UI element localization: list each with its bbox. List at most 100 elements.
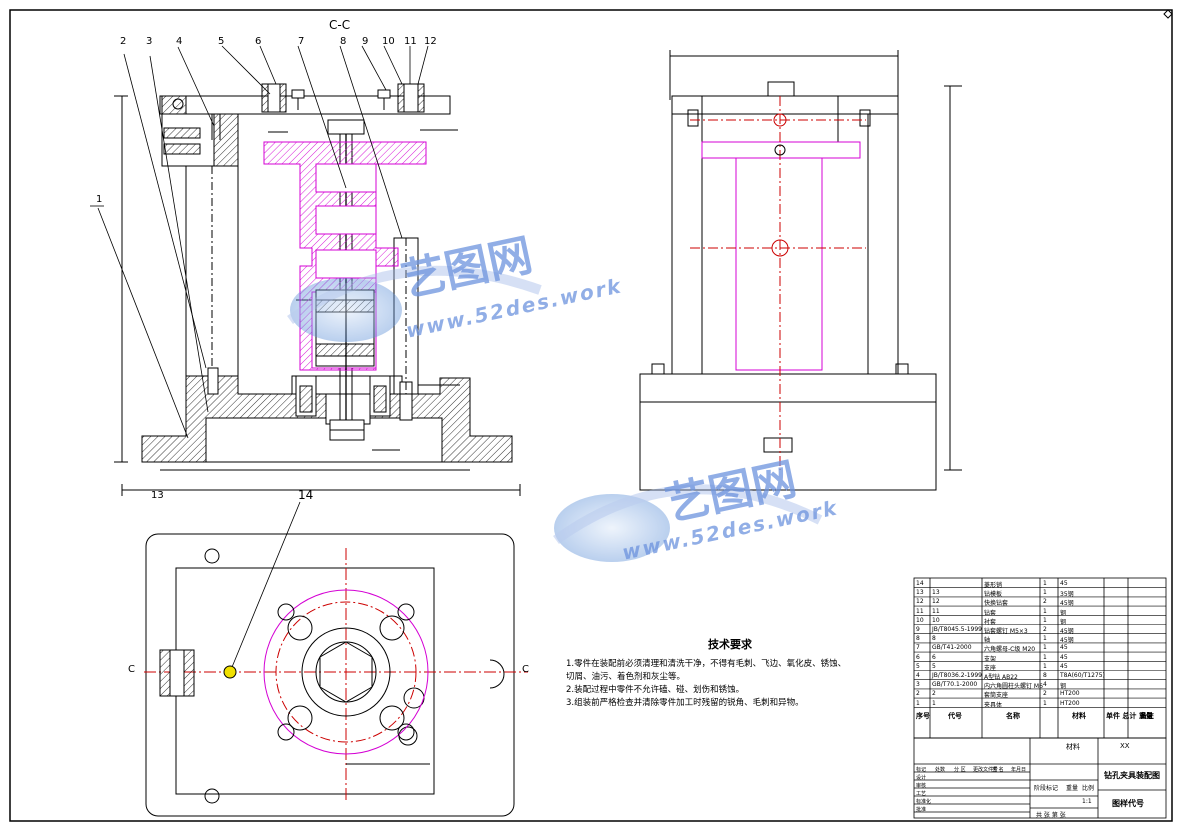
part-number-8: 8 (340, 36, 347, 47)
bom-cell-name: 夹具体 (984, 701, 1003, 709)
section-label: C-C (329, 18, 351, 32)
part-number-11: 11 (404, 36, 417, 47)
bom-cell-no: 13 (916, 589, 924, 597)
technical-requirements-list: 1.零件在装配前必须清理和清洗干净，不得有毛刺、飞边、氧化皮、锈蚀、 切屑、油污… (566, 658, 906, 710)
bom-cell-qty: 1 (1043, 589, 1047, 597)
bom-cell-material: HT200 (1060, 690, 1080, 698)
part-number-12: 12 (424, 36, 437, 47)
bom-cell-no: 1 (916, 699, 920, 707)
bom-cell-no: 8 (916, 635, 920, 643)
bom-cell-material: 45钢 (1060, 628, 1074, 635)
scale-label: 比例 (1082, 785, 1095, 792)
bom-cell-code: 8 (932, 635, 936, 643)
bom-cell-name: 钻套 (984, 609, 997, 617)
material-label: 材料 (1066, 743, 1080, 751)
bom-cell-code: 1 (932, 699, 936, 707)
bom-cell-code: 12 (932, 598, 940, 606)
sheet-border (9, 9, 1173, 822)
bom-cell-material: 钢 (1060, 618, 1067, 626)
title-block (913, 737, 1167, 819)
bom-cell-name: 钻套螺钉 M5×3 (984, 628, 1028, 635)
bom-cell-name: 套筒支座 (984, 692, 1009, 700)
part-number-5: 5 (218, 36, 225, 47)
bom-cell-code: JB/T8045.5-1999 (932, 626, 983, 633)
bom-cell-material: 45 (1060, 662, 1068, 670)
revision-label: 签 名 (992, 767, 1004, 773)
bom-cell-code: 6 (932, 653, 936, 661)
bom-cell-no: 4 (916, 672, 920, 679)
bom-cell-code: GB/T41-2000 (932, 644, 972, 652)
bom-cell-material: 35钢 (1060, 591, 1074, 599)
role-label: 审核 (916, 783, 927, 789)
technical-requirements-title: 技术要求 (708, 638, 752, 651)
requirement-item: 3.组装前严格检查并清除零件加工时残留的锐角、毛刺和异物。 (566, 698, 804, 708)
section-view-cc (114, 83, 521, 496)
bom-cell-no: 10 (916, 616, 924, 624)
bom-cell-code: 5 (932, 662, 936, 670)
bom-header-material: 材料 (1072, 711, 1086, 720)
top-view-workpiece (263, 589, 429, 755)
bom-cell-material: 45 (1060, 644, 1068, 652)
revision-label: 分 区 (954, 767, 966, 773)
bom-cell-no: 9 (916, 626, 920, 633)
bom-cell-qty: 8 (1043, 672, 1047, 679)
bom-cell-material: 45钢 (1060, 600, 1074, 608)
bom-cell-name: 衬套 (984, 618, 997, 626)
corner-mark-icon (1163, 9, 1173, 19)
bom-cell-qty: 1 (1043, 635, 1047, 643)
weight-label: 重量 (1066, 785, 1079, 792)
bom-cell-material: 钢 (1060, 609, 1067, 617)
part-number-6: 6 (255, 36, 262, 47)
top-view-screws (223, 603, 415, 741)
bom-cell-name: 内六角圆柱头螺钉 M6 (984, 683, 1043, 691)
bom-cell-material: T8A(60/T1275) (1060, 672, 1105, 679)
bom-header-weight: 单件 总计 重量 (1106, 711, 1153, 720)
watermark-logo-1 (287, 265, 542, 342)
revision-label: 处数 (935, 767, 946, 773)
part-number-7: 7 (298, 36, 305, 47)
stage-label: 阶段标记 (1034, 785, 1059, 792)
bom-cell-name: 快换钻套 (984, 600, 1009, 608)
bom-cell-qty: 1 (1043, 616, 1047, 624)
bom-cell-qty: 1 (1043, 653, 1047, 661)
revision-label: 年月日 (1011, 767, 1027, 773)
revision-label: 标记 (916, 767, 927, 773)
bom-cell-qty: 1 (1043, 662, 1047, 670)
bom-cell-qty: 1 (1043, 607, 1047, 615)
part-number-9: 9 (362, 36, 369, 47)
bom-header-no: 序号 (916, 711, 930, 720)
bom-cell-no: 7 (916, 644, 920, 652)
bom-cell-qty: 1 (1043, 699, 1047, 707)
requirement-item: 切屑、油污、着色剂和灰尘等。 (566, 672, 686, 682)
sheets-label: 共 张 第 张 (1036, 812, 1066, 819)
part-number-4: 4 (176, 36, 183, 47)
bom-cell-qty: 1 (1043, 580, 1047, 587)
bom-cell-name: 钻模板 (984, 591, 1003, 599)
bom-cell-qty: 2 (1043, 598, 1047, 606)
bom-cell-no: 14 (916, 580, 924, 587)
bom-cell-name: 支座 (984, 664, 997, 672)
bom-cell-code: 10 (932, 616, 940, 624)
bom-cell-code: 11 (932, 607, 940, 615)
bom-cell-code: 2 (932, 690, 936, 698)
part-number-14: 14 (298, 488, 314, 502)
bom-header-name: 名称 (1006, 711, 1020, 720)
leader-lines (90, 45, 429, 673)
material-value: XX (1120, 742, 1130, 750)
part-number-2: 2 (120, 36, 127, 47)
bom-cell-qty: 1 (1043, 644, 1047, 652)
bom-cell-name: 支架 (984, 655, 997, 663)
role-label: 设计 (916, 775, 927, 781)
part-number-1: 1 (96, 194, 103, 205)
bom-cell-no: 12 (916, 598, 924, 606)
side-view (639, 50, 962, 491)
drawing-name: 钻孔夹具装配图 (1104, 771, 1160, 780)
role-label: 标准化 (916, 799, 932, 805)
top-view (144, 533, 528, 817)
requirement-item: 2.装配过程中零件不允许磕、碰、划伤和锈蚀。 (566, 685, 745, 695)
bom-cell-material: 45 (1060, 653, 1068, 661)
bom-cell-material: 45钢 (1060, 637, 1074, 645)
watermark-logo-2 (553, 484, 823, 562)
